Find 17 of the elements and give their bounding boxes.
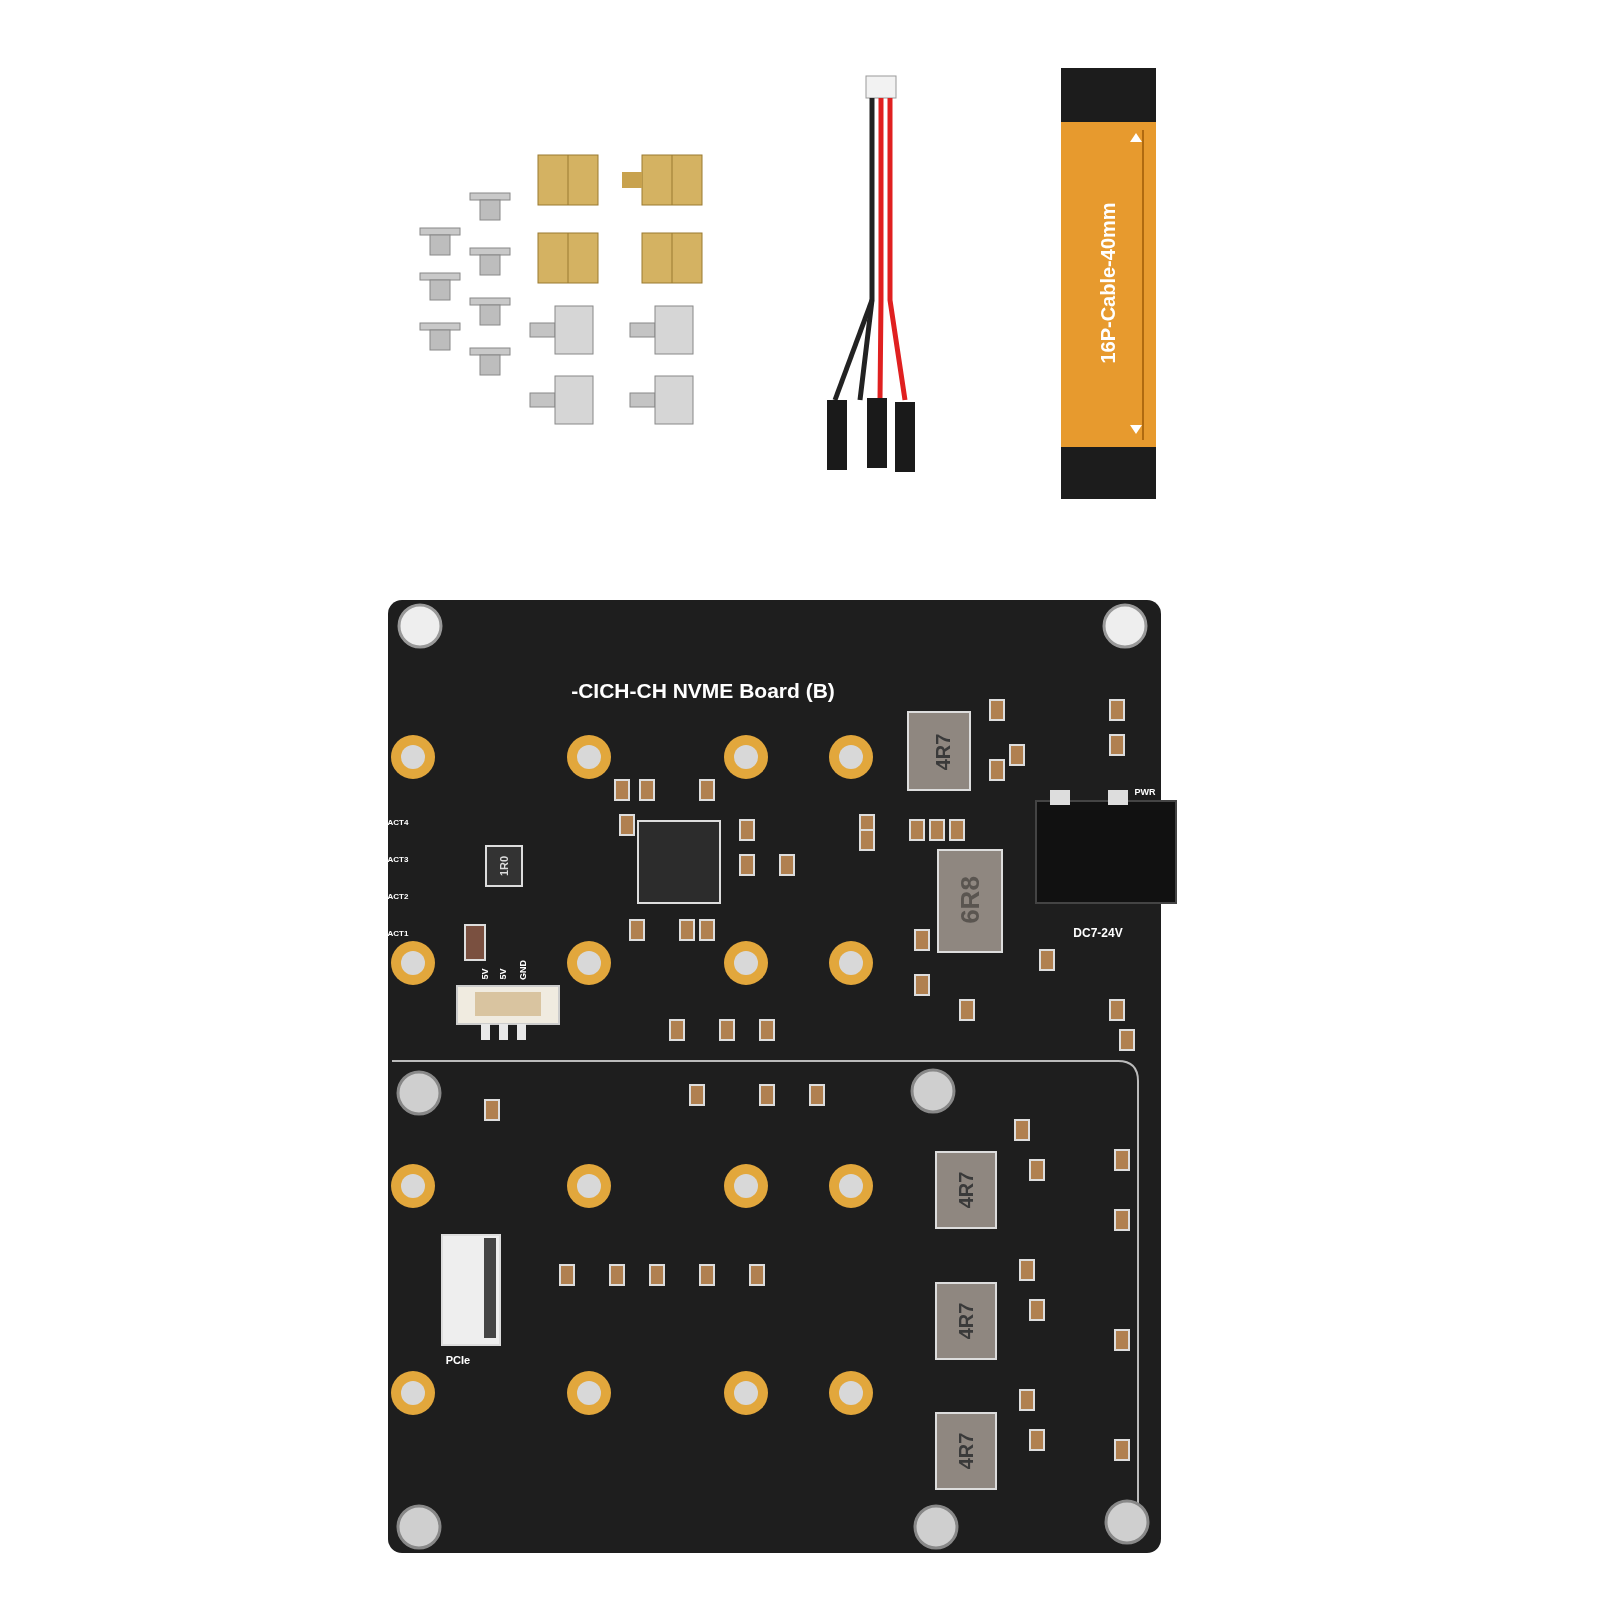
silkscreen-label: DC7-24V [1073, 927, 1123, 939]
component-marking: 4R7 [956, 1171, 976, 1209]
component-marking: 4R7 [933, 733, 953, 771]
pin-label: GND [518, 960, 528, 980]
silkscreen-label: ACT3 [387, 856, 409, 864]
silkscreen-label: PWR [1134, 787, 1156, 797]
component-marking: 4R7 [956, 1432, 976, 1470]
silkscreen-label: ACT4 [387, 819, 409, 827]
pin-label: 5V [480, 968, 490, 980]
silkscreen-label: PCIe [445, 1354, 471, 1366]
silkscreen-label: ACT2 [387, 893, 409, 901]
cable-label: 16P-Cable-40mm [1098, 202, 1118, 364]
silkscreen-label: ACT1 [387, 930, 409, 938]
board-title: -CICH-CH NVME Board (B) [571, 679, 835, 701]
component-marking: 4R7 [956, 1302, 976, 1340]
component-marking: 1R0 [498, 855, 510, 877]
pin-label: 5V [498, 968, 508, 980]
